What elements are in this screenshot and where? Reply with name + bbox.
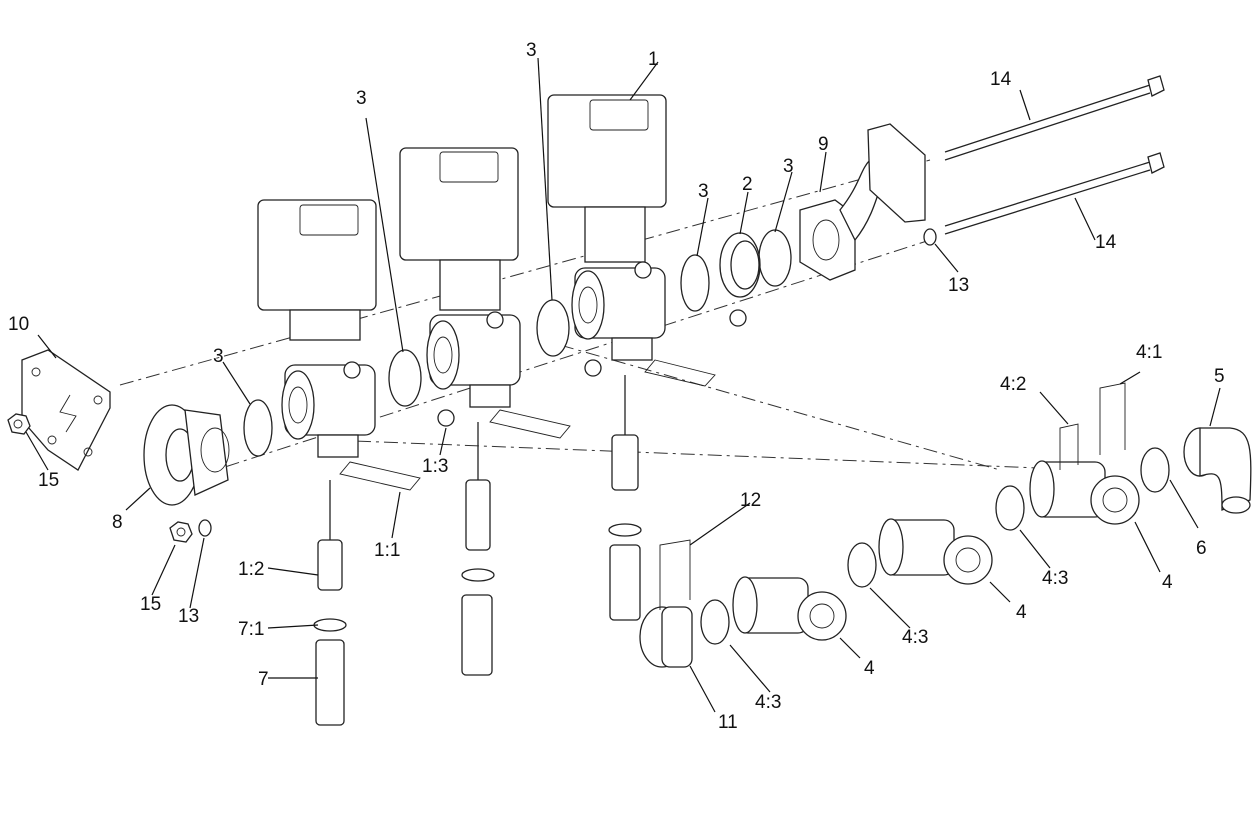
callout-4-3: 4:3 — [1042, 568, 1068, 589]
callout-9: 9 — [818, 134, 829, 155]
callout-1-2: 1:2 — [238, 559, 264, 580]
callout-3: 3 — [213, 346, 224, 367]
callout-4-2: 4:2 — [1000, 374, 1026, 395]
valve-section-1 — [257, 199, 377, 458]
callout-1-3: 1:3 — [422, 456, 448, 477]
callout-1-1: 1:1 — [374, 540, 400, 561]
nut-left — [7, 413, 31, 435]
end-bracket — [21, 349, 111, 471]
nut-lower — [169, 519, 212, 543]
callout-14: 14 — [990, 69, 1012, 90]
valve-section-3 — [547, 94, 667, 361]
callout-4: 4 — [1016, 602, 1027, 623]
clips — [339, 359, 716, 491]
callout-3: 3 — [698, 181, 709, 202]
callout-7-1: 7:1 — [238, 619, 264, 640]
callout-2: 2 — [742, 174, 753, 195]
callout-4-1: 4:1 — [1136, 342, 1162, 363]
leader-lines — [25, 57, 1221, 713]
end-cap — [639, 382, 1126, 668]
callout-6: 6 — [1196, 538, 1207, 559]
callout-12: 12 — [740, 490, 761, 511]
callout-3: 3 — [356, 88, 367, 109]
callout-11: 11 — [718, 712, 738, 733]
o-rings — [243, 229, 792, 457]
callout-10: 10 — [8, 314, 29, 335]
needle-valve-stacks — [313, 375, 642, 726]
valve-section-2 — [399, 147, 521, 408]
tee-sections — [732, 460, 1140, 641]
callout-15: 15 — [38, 470, 59, 491]
callout-4-3: 4:3 — [902, 627, 928, 648]
callout-4: 4 — [1162, 572, 1173, 593]
callout-5: 5 — [1214, 366, 1225, 387]
callout-15: 15 — [140, 594, 161, 615]
callout-labels: 1 2 3 3 3 3 3 3 9 14 14 13 13 10 15 15 8… — [8, 40, 1225, 733]
callout-1: 1 — [648, 49, 659, 70]
callout-3: 3 — [526, 40, 537, 61]
small-o-rings — [437, 309, 747, 427]
callout-13: 13 — [178, 606, 199, 627]
outlet-flange — [799, 123, 926, 281]
elbow-fitting — [1183, 427, 1252, 514]
callout-13: 13 — [948, 275, 969, 296]
inlet-flange — [143, 404, 230, 506]
callout-4-3: 4:3 — [755, 692, 781, 713]
tee-o-rings — [700, 447, 1170, 645]
callout-14: 14 — [1095, 232, 1117, 253]
tie-rods — [923, 75, 1165, 246]
callout-3: 3 — [783, 156, 794, 177]
callout-8: 8 — [112, 512, 123, 533]
callout-7: 7 — [258, 669, 269, 690]
callout-4: 4 — [864, 658, 875, 679]
